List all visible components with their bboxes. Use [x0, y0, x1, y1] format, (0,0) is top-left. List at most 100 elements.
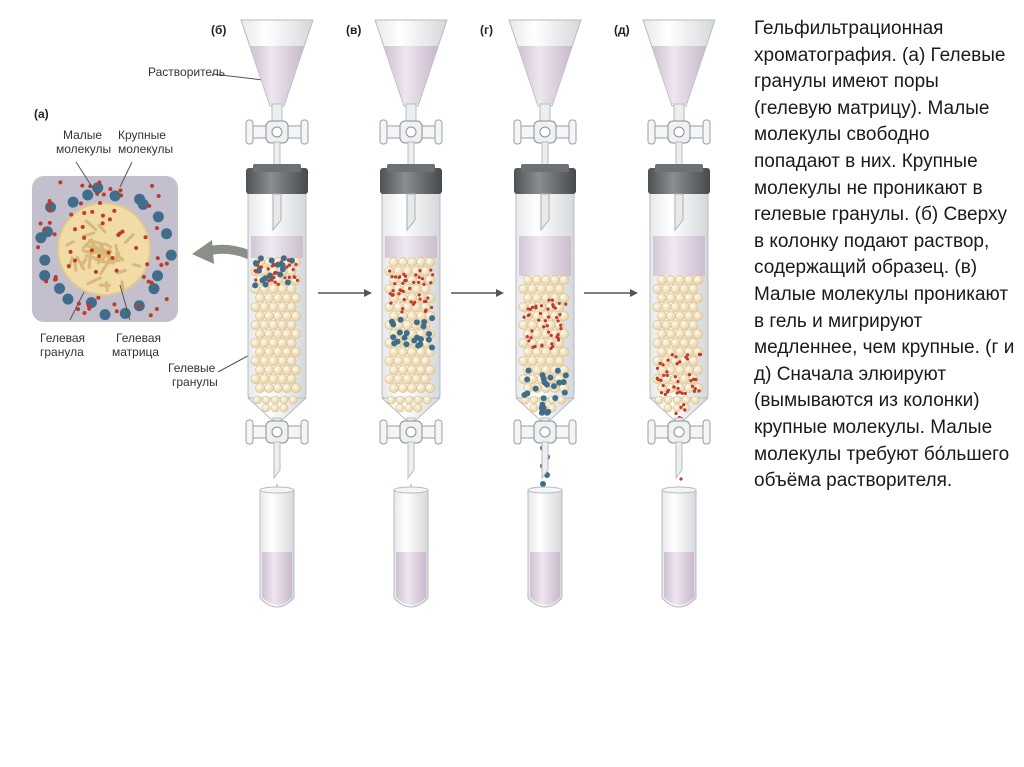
stopcock-knob [272, 427, 282, 437]
small-molecule-dot [115, 269, 119, 273]
stopcock-knob [272, 127, 282, 137]
large-molecule-dot [426, 337, 432, 343]
gel-bead [693, 275, 702, 284]
gel-bead [680, 302, 689, 311]
small-molecule-dot [417, 281, 420, 284]
gel-bead [403, 320, 412, 329]
gel-bead [255, 293, 264, 302]
test-tube-rim [260, 487, 294, 493]
gel-bead [255, 365, 264, 374]
large-molecule-dot [547, 375, 553, 381]
gel-bead [421, 266, 430, 275]
column-cap-top [253, 164, 301, 172]
small-molecule-dot [564, 303, 567, 306]
gel-bead [405, 404, 413, 412]
gel-bead [693, 311, 702, 320]
small-molecule-dot [67, 264, 71, 268]
small-molecule-dot [418, 293, 421, 296]
small-molecule-dot [273, 272, 276, 275]
gel-bead [407, 257, 416, 266]
small-molecule-dot [294, 263, 297, 266]
large-molecule-dot [280, 266, 286, 272]
small-molecule-dot [156, 256, 160, 260]
gel-bead [264, 365, 273, 374]
large-molecule-dot [562, 390, 568, 396]
test-tube-rim [662, 487, 696, 493]
gel-bead [657, 347, 666, 356]
gel-bead [693, 365, 702, 374]
column-cap-top [655, 164, 703, 172]
gel-bead [691, 396, 699, 404]
large-molecule-dot [415, 343, 421, 349]
small-molecule-dot [676, 391, 679, 394]
large-molecule-dot [152, 270, 163, 281]
small-molecule-dot [662, 374, 665, 377]
matrix-strand [108, 260, 119, 261]
small-molecule-dot [58, 180, 62, 184]
small-molecule-dot [394, 275, 397, 278]
gel-bead [389, 257, 398, 266]
gel-bead [693, 329, 702, 338]
small-molecule-dot [529, 308, 532, 311]
small-molecule-dot [666, 359, 669, 362]
small-molecule-dot [107, 251, 111, 255]
gel-bead [398, 347, 407, 356]
label-gel-matrix: Гелевая матрица [112, 331, 164, 359]
gel-bead [421, 284, 430, 293]
gel-bead [684, 311, 693, 320]
small-molecule-dot [288, 276, 291, 279]
gel-bead [262, 396, 270, 404]
large-molecule-dot [414, 319, 420, 325]
small-molecule-dot [393, 282, 396, 285]
gel-bead [412, 356, 421, 365]
gel-bead [414, 404, 422, 412]
large-molecule-dot [402, 335, 408, 341]
gel-bead [287, 266, 296, 275]
large-molecule-dot [563, 372, 569, 378]
large-molecule-dot [397, 329, 403, 335]
small-molecule-dot [666, 391, 669, 394]
gel-bead [519, 338, 528, 347]
small-molecule-dot [69, 213, 73, 217]
small-molecule-dot [671, 353, 674, 356]
large-molecule-dot [421, 319, 427, 325]
stopcock-knob [540, 427, 550, 437]
matrix-strand [89, 254, 91, 267]
gel-bead [255, 311, 264, 320]
gel-bead [287, 338, 296, 347]
gel-bead [255, 329, 264, 338]
column-solvent [519, 236, 571, 276]
small-molecule-dot [98, 201, 102, 205]
small-molecule-dot [292, 268, 295, 271]
gel-bead [260, 320, 269, 329]
small-molecule-dot [402, 290, 405, 293]
small-molecule-dot [678, 360, 681, 363]
small-molecule-dot [682, 403, 685, 406]
small-molecule-dot [414, 273, 417, 276]
small-molecule-dot [656, 377, 659, 380]
small-molecule-dot [544, 319, 547, 322]
small-molecule-dot [120, 230, 124, 234]
small-molecule-dot [674, 412, 677, 415]
large-molecule-dot [277, 272, 283, 278]
gel-bead [530, 396, 538, 404]
gel-bead [407, 365, 416, 374]
gel-bead [689, 356, 698, 365]
small-molecule-dot [547, 299, 550, 302]
small-molecule-dot [108, 187, 112, 191]
small-molecule-dot [283, 276, 286, 279]
small-molecule-dot [418, 298, 421, 301]
gel-bead [550, 311, 559, 320]
stopcock-grip [435, 420, 442, 444]
gel-bead [680, 284, 689, 293]
large-molecule-dot [551, 383, 557, 389]
small-molecule-dot [412, 281, 415, 284]
label-small-molecules-line2: молекулы [56, 142, 111, 156]
zoom-arrow-head [192, 240, 214, 264]
gel-bead [412, 284, 421, 293]
large-molecule-dot [541, 376, 547, 382]
small-molecule-dot [90, 248, 94, 252]
small-molecule-dot [398, 275, 401, 278]
small-molecule-dot [537, 319, 540, 322]
large-molecule-dot [54, 283, 65, 294]
